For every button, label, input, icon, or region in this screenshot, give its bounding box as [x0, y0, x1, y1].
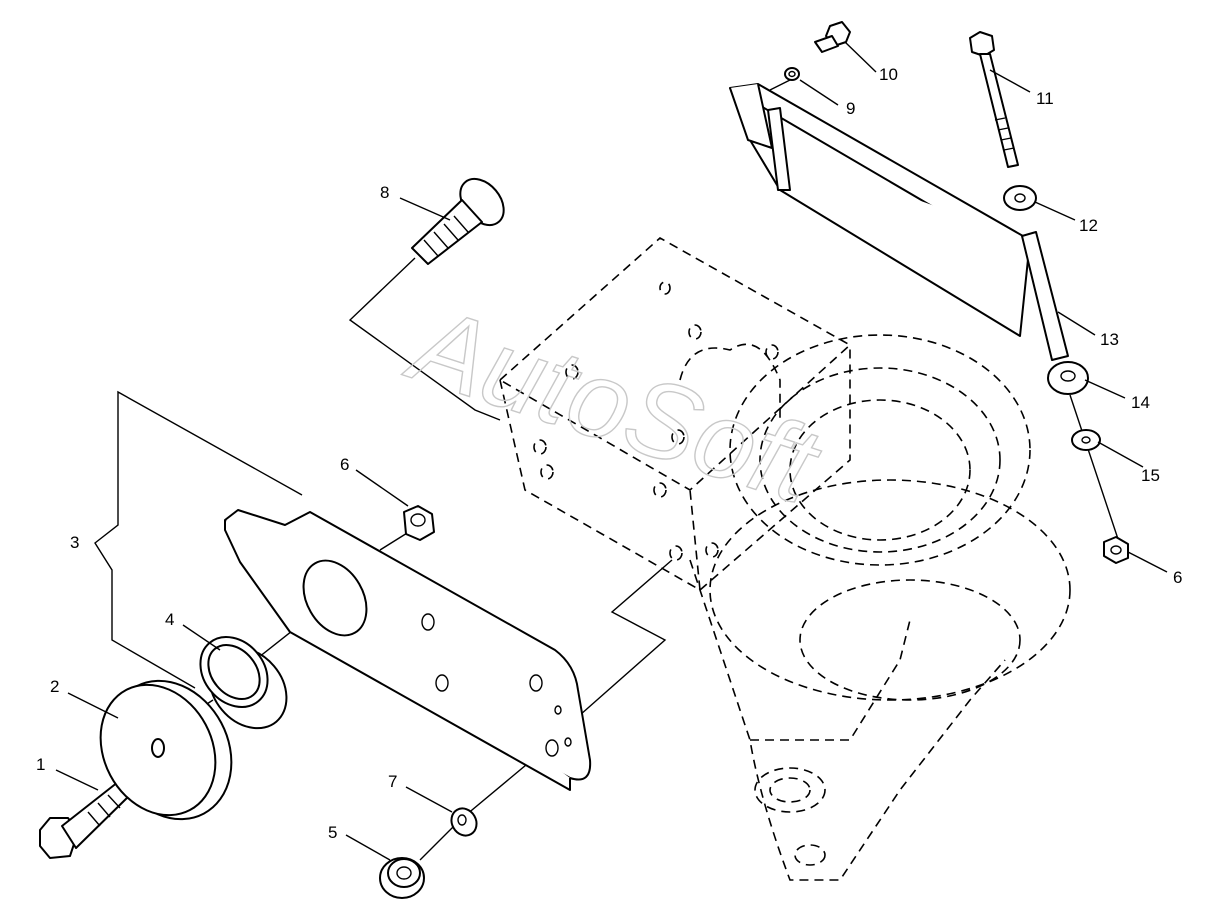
leader-lines	[55, 41, 1168, 861]
callout-6-right: 6	[1173, 568, 1182, 587]
part-spacer-14	[1047, 361, 1089, 395]
part-lock-washer	[450, 807, 478, 837]
part-long-bolt	[969, 31, 1019, 168]
callout-7: 7	[388, 772, 397, 791]
callout-3: 3	[70, 533, 79, 552]
part-hex-bolt	[39, 781, 131, 859]
callout-bracket-3	[94, 390, 303, 689]
callout-13: 13	[1100, 330, 1119, 349]
callout-2: 2	[50, 677, 59, 696]
callout-15: 15	[1141, 466, 1160, 485]
part-nut-6-left	[403, 505, 435, 541]
watermark: AutoSoft	[394, 281, 835, 527]
callout-4: 4	[165, 610, 174, 629]
callout-10: 10	[879, 65, 898, 84]
part-flange-nut-5	[379, 857, 425, 899]
callout-1: 1	[36, 755, 45, 774]
part-splined-stud	[411, 177, 505, 265]
part-angle-bar-and-spacer	[729, 83, 1069, 361]
callout-14: 14	[1131, 393, 1150, 412]
part-washer-15	[1071, 429, 1101, 451]
part-nut-6-right	[1103, 536, 1129, 564]
part-mounting-plate	[224, 509, 592, 791]
part-washer-12	[1003, 185, 1037, 211]
callout-12: 12	[1079, 216, 1098, 235]
callout-5: 5	[328, 823, 337, 842]
callout-11: 11	[1036, 89, 1054, 108]
callout-8: 8	[380, 183, 389, 202]
phantom-housing	[498, 237, 1071, 881]
callout-6-left: 6	[340, 455, 349, 474]
callout-labels: 1 2 3 4 5 6 7 8 9 10 11 12 13 14 15 6	[36, 65, 1182, 842]
part-small-bolt	[784, 21, 851, 81]
callout-9: 9	[846, 99, 855, 118]
part-bushing	[199, 636, 288, 730]
part-washer-disc	[99, 679, 233, 821]
